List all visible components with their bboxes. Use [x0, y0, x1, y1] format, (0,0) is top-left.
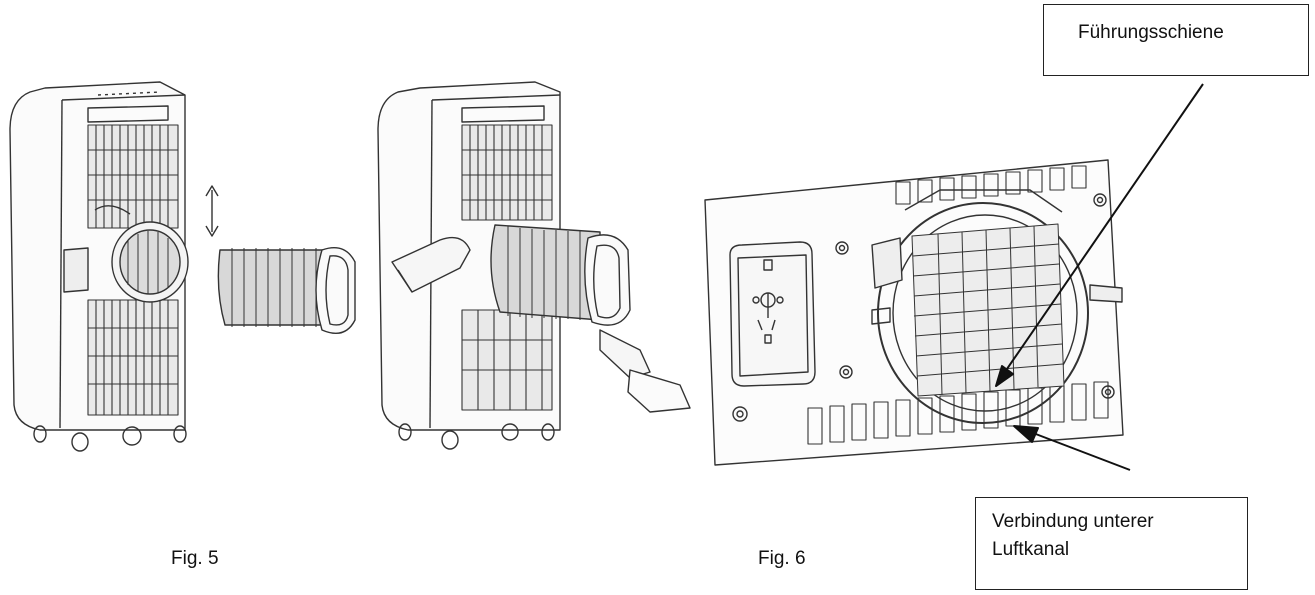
callout-guide-rail-text: Führungsschiene	[1078, 22, 1224, 43]
air-conditioner-unit-rear-fig5	[9, 81, 189, 452]
rear-panel-detail-fig6	[704, 159, 1124, 466]
callout-lower-duct-line2: Luftkanal	[992, 539, 1070, 560]
up-down-arrow-icon	[205, 185, 219, 237]
figure-caption-fig6: Fig. 6	[758, 548, 806, 569]
callout-lower-duct-line1: Verbindung unterer	[992, 511, 1154, 532]
exhaust-hose-fig5	[217, 247, 356, 334]
leader-arrow-lower-duct	[1013, 425, 1131, 471]
callout-guide-rail: Führungsschiene	[1043, 4, 1309, 76]
figure-caption-fig5: Fig. 5	[171, 548, 219, 569]
air-conditioner-unit-hose-fitting	[377, 81, 691, 450]
leader-arrow-guide-rail	[995, 83, 1204, 387]
callout-lower-duct-connection: Verbindung unterer Luftkanal	[975, 497, 1248, 590]
